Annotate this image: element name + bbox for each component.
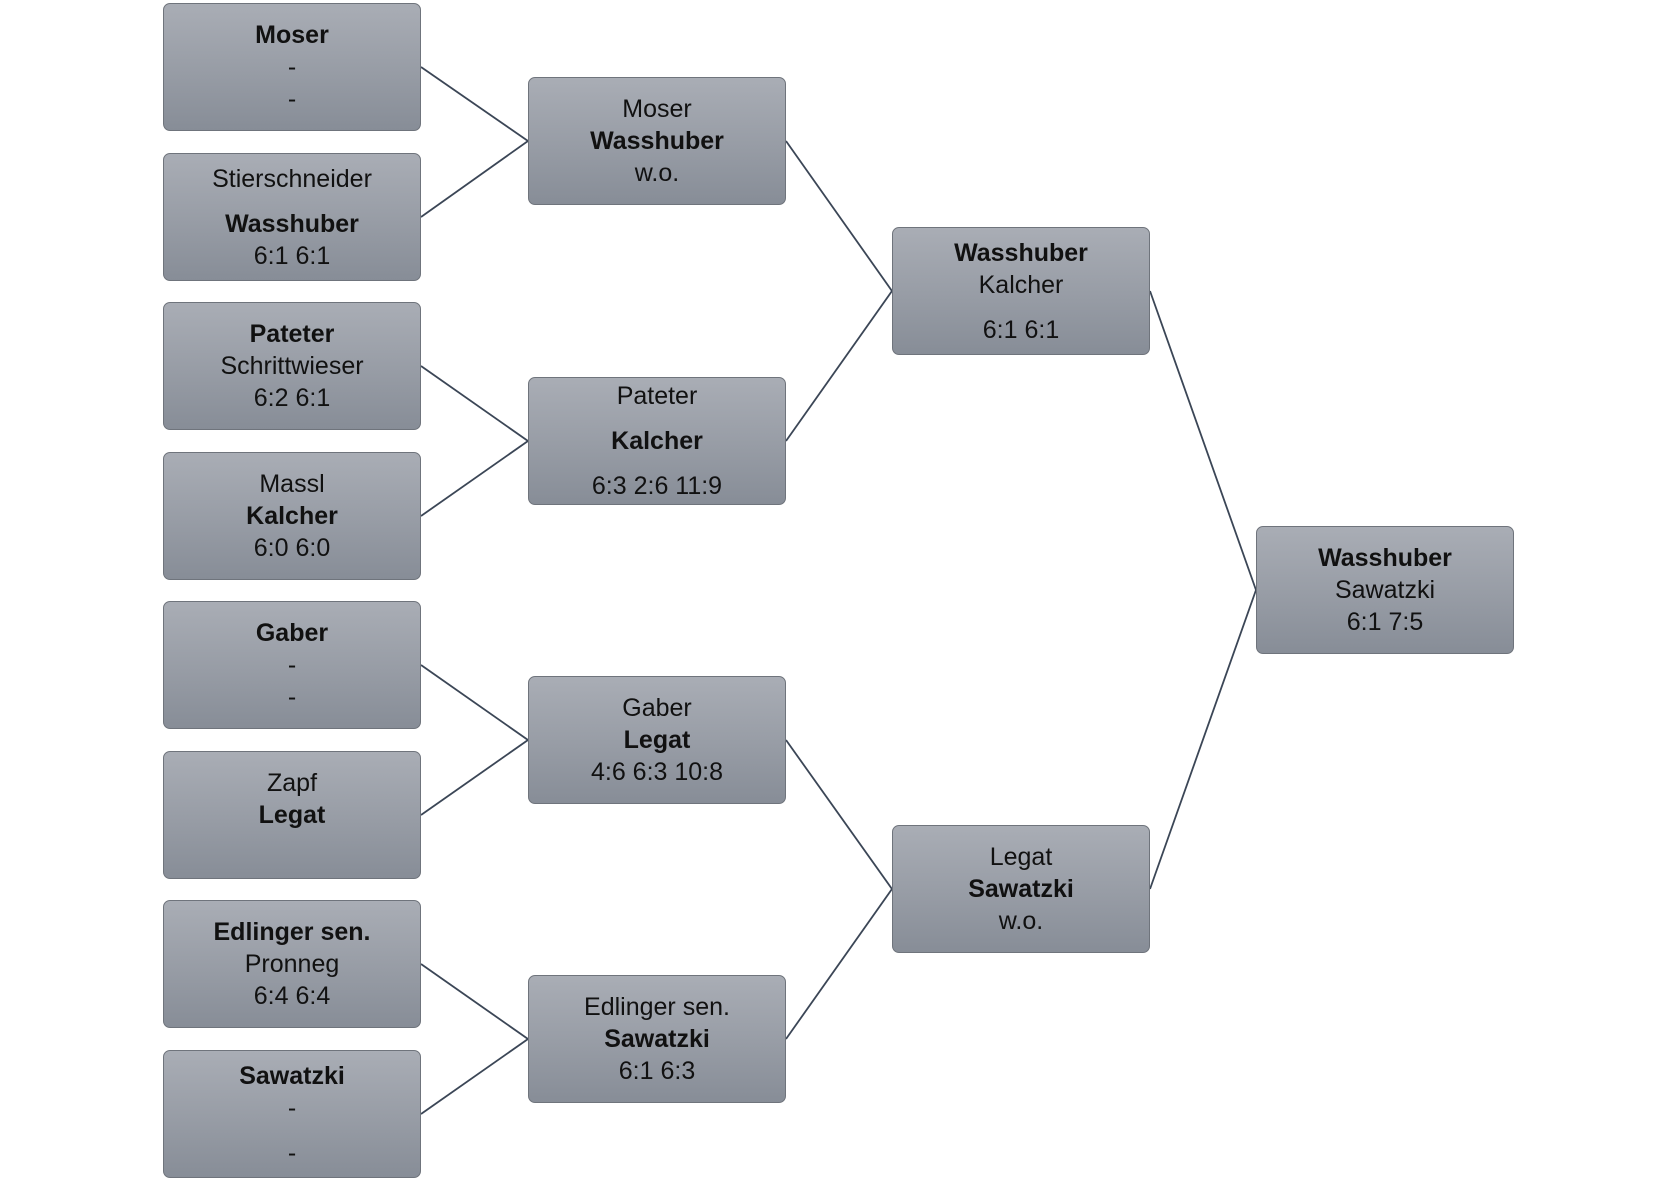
winner-name: Wasshuber <box>590 127 724 155</box>
match-line: Gaber <box>622 694 692 722</box>
connector-line <box>785 140 893 292</box>
match-line: Sawatzki <box>1334 576 1436 604</box>
round2-match-4: Edlinger sen. Sawatzki 6:1 6:3 <box>528 975 786 1103</box>
winner-name: Legat <box>623 726 691 754</box>
winner-name: Sawatzki <box>604 1025 710 1053</box>
match-line: 6:4 6:4 <box>253 982 331 1010</box>
match-line: 6:1 7:5 <box>1346 608 1424 636</box>
match-line: Pateter <box>616 382 698 410</box>
connector-line <box>420 440 529 517</box>
winner-name: Edlinger sen. <box>213 918 371 946</box>
connector-line <box>420 140 529 218</box>
match-line: 6:2 6:1 <box>253 384 331 412</box>
connector-line <box>785 888 893 1040</box>
connector-line <box>420 1038 529 1115</box>
match-line: 6:1 6:1 <box>982 315 1060 344</box>
winner-name: Pateter <box>249 320 335 348</box>
winner-name: Sawatzki <box>968 875 1074 903</box>
match-line: Legat <box>989 843 1053 871</box>
connector-line <box>420 365 529 442</box>
match-line: Pronneg <box>244 950 340 978</box>
match-line: - <box>287 1093 297 1122</box>
winner-name: Kalcher <box>246 502 338 530</box>
match-line: 4:6 6:3 10:8 <box>590 758 724 786</box>
connector-line <box>420 963 529 1040</box>
winner-name: Gaber <box>255 619 329 647</box>
match-line: 6:0 6:0 <box>253 534 331 562</box>
connector-line <box>420 739 529 816</box>
connector-line <box>785 739 893 890</box>
winner-name: Moser <box>255 21 329 49</box>
connector-line <box>1149 290 1257 591</box>
connector-line <box>420 66 529 142</box>
match-line: - <box>287 683 297 711</box>
match-line: 6:1 6:1 <box>253 241 331 270</box>
match-line: - <box>287 53 297 81</box>
match-line: Kalcher <box>978 270 1064 299</box>
match-line: Stierschneider <box>212 164 372 193</box>
connector-line <box>1149 589 1257 890</box>
round1-match-8: Sawatzki - - <box>163 1050 421 1178</box>
winner-name: Kalcher <box>611 427 703 455</box>
connector-line <box>420 664 529 741</box>
match-line: Massl <box>259 470 325 498</box>
winner-name: Sawatzki <box>239 1061 345 1090</box>
winner-name: Wasshuber <box>225 209 359 238</box>
match-line: 6:3 2:6 11:9 <box>591 472 723 500</box>
round1-match-7: Edlinger sen. Pronneg 6:4 6:4 <box>163 900 421 1028</box>
match-line: w.o. <box>634 159 680 187</box>
match-line: Zapf <box>266 769 318 797</box>
match-line: 6:1 6:3 <box>618 1057 696 1085</box>
match-line: w.o. <box>998 907 1044 935</box>
match-line: - <box>287 85 297 113</box>
winner-name: Legat <box>258 801 326 829</box>
winner-name: Wasshuber <box>954 238 1088 267</box>
match-line: Schrittwieser <box>220 352 364 380</box>
match-line: - <box>287 651 297 679</box>
round1-match-1: Moser - - <box>163 3 421 131</box>
round1-match-5: Gaber - - <box>163 601 421 729</box>
connector-line <box>785 290 893 442</box>
match-line: Moser <box>622 95 692 123</box>
match-line: - <box>287 1138 297 1167</box>
winner-name: Wasshuber <box>1318 544 1452 572</box>
match-line: Edlinger sen. <box>584 993 730 1021</box>
